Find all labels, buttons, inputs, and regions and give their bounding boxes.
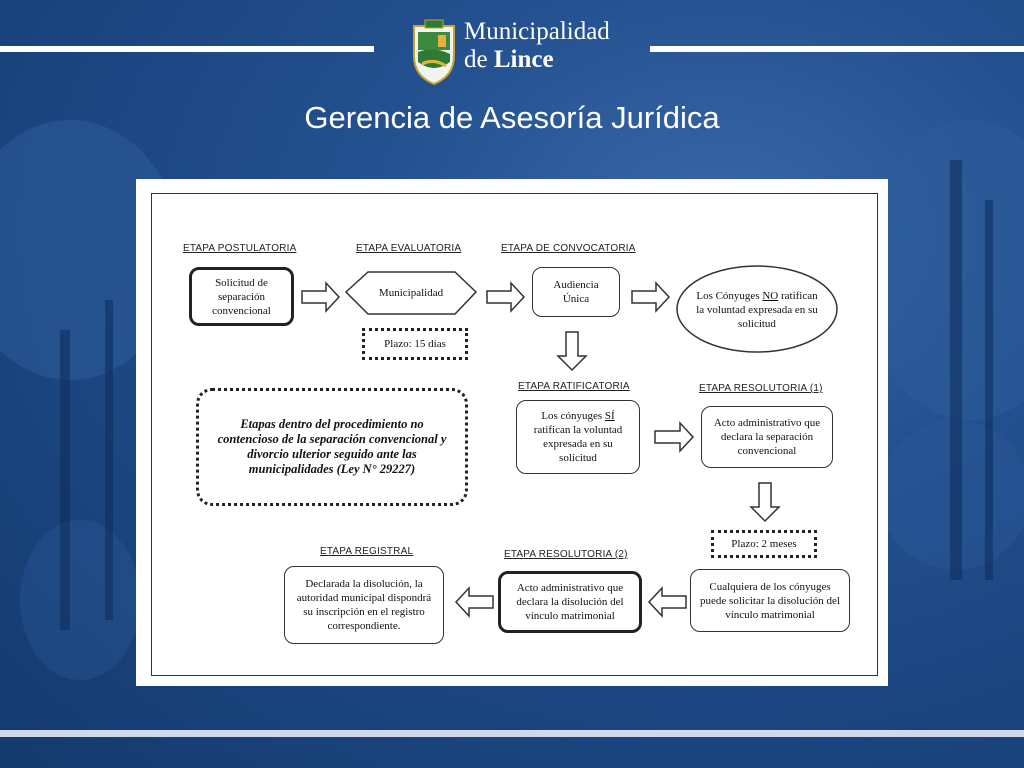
- arrow-left-icon: [454, 586, 494, 618]
- stage-registral: ETAPA REGISTRAL: [320, 546, 414, 557]
- diagram-frame: [151, 193, 878, 676]
- municipal-logo: Municipalidad de Lince: [410, 18, 610, 88]
- box-plazo-15: Plazo: 15 días: [362, 328, 468, 360]
- header-line-left: [0, 46, 374, 52]
- stage-resolutoria-1: ETAPA RESOLUTORIA (1): [699, 383, 823, 394]
- shield-icon: [413, 19, 455, 86]
- stage-postulatoria: ETAPA POSTULATORIA: [183, 243, 297, 254]
- arrow-down-icon: [556, 331, 588, 372]
- background-trunk: [950, 160, 962, 580]
- ellipse-shape: [676, 265, 838, 353]
- header-line-right: [650, 46, 1024, 52]
- box-acto-1: Acto administrativo que declara la separ…: [701, 406, 833, 468]
- background-foliage: [20, 520, 140, 680]
- logo-line-2: de Lince: [464, 46, 554, 73]
- logo-line-1: Municipalidad: [464, 18, 610, 45]
- arrow-right-icon: [486, 281, 526, 313]
- page-title: Gerencia de Asesoría Jurídica: [304, 100, 720, 135]
- box-no-ratifican: Los Cónyuges NO ratifican la voluntad ex…: [696, 290, 818, 330]
- box-etapas-note: Etapas dentro del procedimiento no conte…: [196, 388, 468, 506]
- arrow-right-icon: [654, 421, 695, 453]
- stage-ratificatoria: ETAPA RATIFICATORIA: [518, 381, 630, 392]
- pentagon-shape: [344, 271, 478, 315]
- box-acto-2: Acto administrativo que declara la disol…: [498, 571, 642, 633]
- box-si-ratifican: Los cónyuges SÍ ratifican la voluntad ex…: [516, 400, 640, 474]
- arrow-down-icon: [749, 482, 781, 523]
- stage-evaluatoria: ETAPA EVALUATORIA: [356, 243, 462, 254]
- stage-resolutoria-2: ETAPA RESOLUTORIA (2): [504, 549, 628, 560]
- background-trunk: [105, 300, 113, 620]
- box-plazo-2: Plazo: 2 meses: [711, 530, 817, 558]
- box-cualquiera: Cualquiera de los cónyuges puede solicit…: [690, 569, 850, 632]
- box-declarada: Declarada la disolución, la autoridad mu…: [284, 566, 444, 644]
- arrow-right-icon: [631, 281, 671, 313]
- background-trunk: [60, 330, 70, 630]
- box-solicitud: Solicitud de separación convencional: [189, 267, 294, 326]
- footer-divider: [0, 730, 1024, 737]
- stage-convocatoria: ETAPA DE CONVOCATORIA: [501, 243, 636, 254]
- box-audiencia: Audiencia Única: [532, 267, 620, 317]
- background-trunk: [985, 200, 993, 580]
- arrow-left-icon: [647, 586, 687, 618]
- arrow-right-icon: [301, 281, 341, 313]
- box-municipalidad: Municipalidad: [378, 287, 444, 299]
